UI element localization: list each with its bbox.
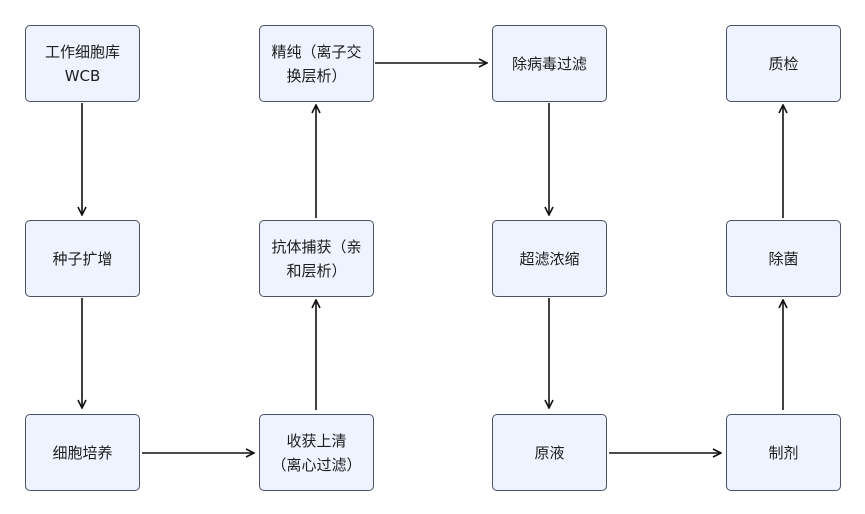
- node-sterile-filtration: 除菌: [726, 220, 841, 297]
- node-polishing: 精纯（离子交 换层析）: [259, 25, 374, 102]
- node-quality-control: 质检: [726, 25, 841, 102]
- node-seed-expansion: 种子扩增: [25, 220, 140, 297]
- node-drug-substance: 原液: [492, 414, 607, 491]
- node-harvest-supernatant: 收获上清 （离心过滤）: [259, 414, 374, 491]
- node-virus-filtration: 除病毒过滤: [492, 25, 607, 102]
- node-cell-culture: 细胞培养: [25, 414, 140, 491]
- node-ultrafiltration: 超滤浓缩: [492, 220, 607, 297]
- node-formulation: 制剂: [726, 414, 841, 491]
- node-antibody-capture: 抗体捕获（亲 和层析）: [259, 220, 374, 297]
- node-working-cell-bank: 工作细胞库 WCB: [25, 25, 140, 102]
